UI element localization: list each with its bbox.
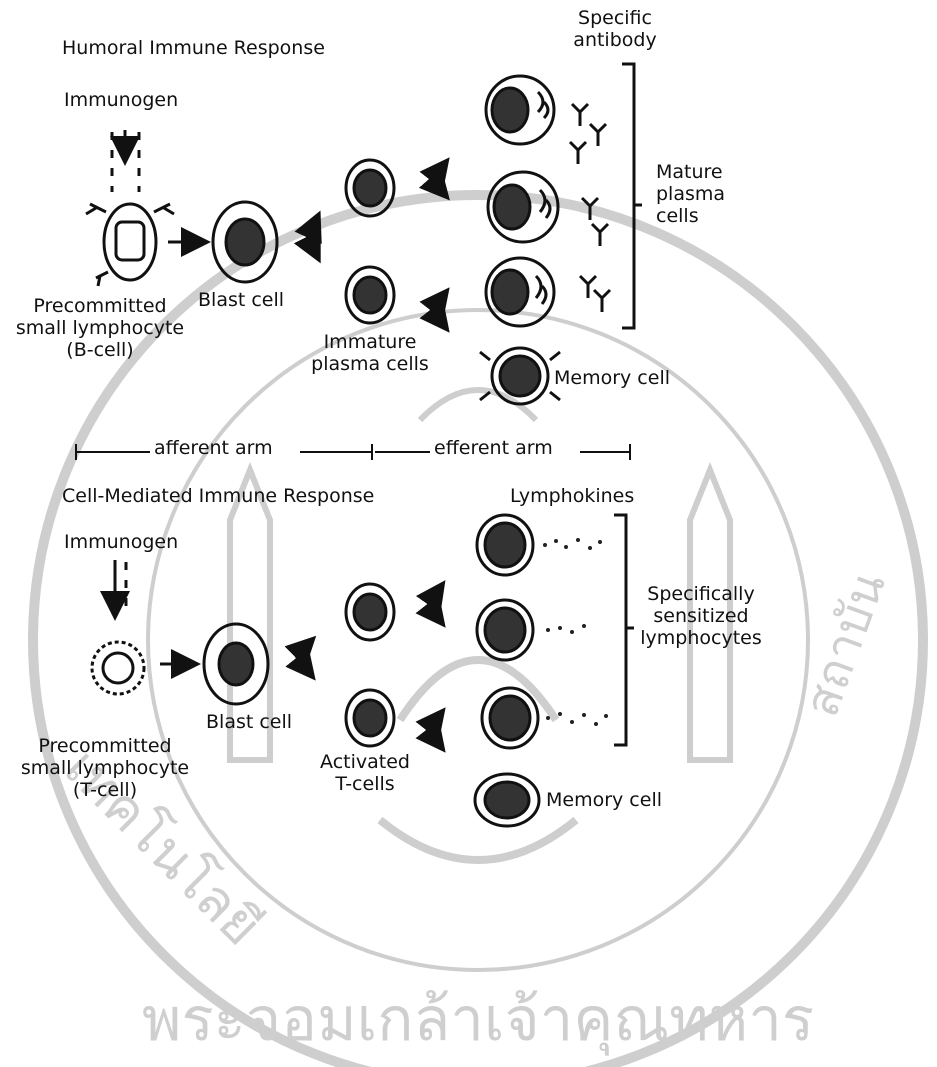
mature-plasma-cell-1 bbox=[486, 76, 554, 144]
immature-plasma-label: Immature plasma cells bbox=[300, 332, 440, 376]
t-blast-cell bbox=[204, 624, 268, 704]
afferent-arm-label: afferent arm bbox=[154, 438, 273, 460]
specific-antibody-label: Specific antibody bbox=[560, 8, 670, 52]
sensitized-lymphocytes bbox=[477, 515, 538, 748]
plasma-split-arrows bbox=[432, 162, 446, 328]
b-blast-cell bbox=[213, 202, 277, 282]
mature-plasma-cell-2 bbox=[488, 172, 558, 242]
humoral-memory-label: Memory cell bbox=[554, 368, 670, 390]
humoral-memory-cell bbox=[480, 348, 560, 404]
b-cell-precommitted bbox=[86, 204, 174, 286]
mature-plasma-cell-3 bbox=[486, 258, 554, 326]
humoral-title: Humoral Immune Response bbox=[62, 38, 325, 60]
sensitized-lymphocytes-label: Specifically sensitized lymphocytes bbox=[636, 584, 766, 650]
precommitted-b-label: Precommitted small lymphocyte (B-cell) bbox=[0, 296, 200, 362]
cm-memory-cell bbox=[475, 774, 539, 826]
precommitted-t-label: Precommitted small lymphocyte (T-cell) bbox=[0, 736, 210, 802]
mature-plasma-bracket bbox=[622, 64, 642, 328]
humoral-immunogen-arrows bbox=[112, 130, 139, 192]
cm-memory-label: Memory cell bbox=[546, 790, 662, 812]
t-blast-cell-label: Blast cell bbox=[206, 712, 292, 734]
t-split-arrows bbox=[428, 585, 442, 748]
b-blast-cell-label: Blast cell bbox=[198, 290, 284, 312]
cm-immunogen-label: Immunogen bbox=[64, 532, 178, 554]
activated-t-cells-label: Activated T-cells bbox=[310, 752, 420, 796]
efferent-arm-label: efferent arm bbox=[434, 438, 553, 460]
immature-plasma-cell-lower bbox=[346, 267, 394, 323]
cell-mediated-title: Cell-Mediated Immune Response bbox=[62, 486, 374, 508]
cm-immunogen-arrows bbox=[115, 560, 126, 615]
t-cell-precommitted bbox=[92, 642, 144, 694]
t-blast-split-arrows bbox=[296, 640, 312, 676]
mature-plasma-label: Mature plasma cells bbox=[656, 162, 725, 228]
activated-t-cell-upper bbox=[346, 584, 394, 640]
activated-t-cell-lower bbox=[346, 690, 394, 746]
watermark-bottom-text: พระจอมเกล้าเจ้าคุณทหาร bbox=[142, 985, 814, 1056]
lymphokine-secretion-dots bbox=[543, 538, 608, 726]
sensitized-bracket bbox=[614, 515, 634, 745]
humoral-immunogen-label: Immunogen bbox=[64, 90, 178, 112]
lymphokines-label: Lymphokines bbox=[510, 486, 634, 508]
